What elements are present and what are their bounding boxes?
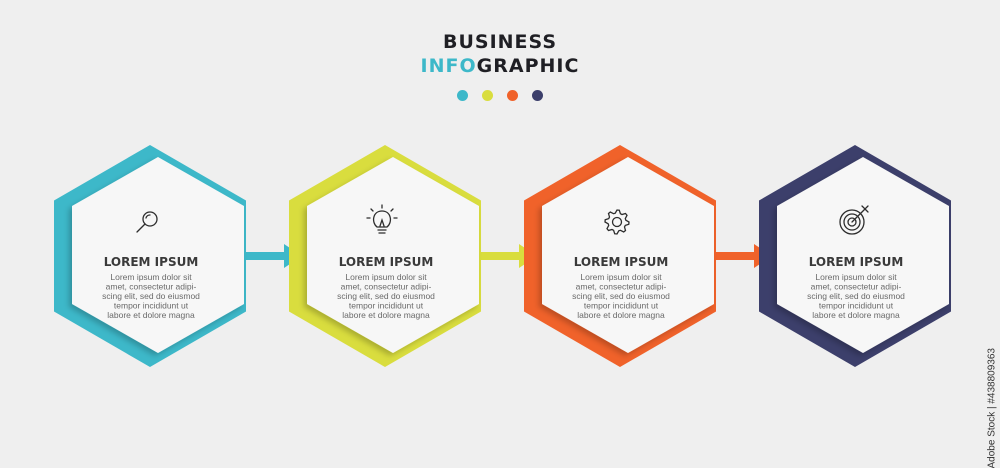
gear-icon	[604, 209, 630, 235]
arrow-shaft	[705, 252, 756, 260]
step-body-line: Lorem ipsum dolor sit	[580, 272, 662, 282]
color-dots	[0, 90, 1000, 101]
step-body-line: tempor incididunt ut	[584, 301, 659, 311]
step-body-line: Lorem ipsum dolor sit	[815, 272, 897, 282]
step-title: LOREM IPSUM	[574, 255, 669, 269]
hexagon-inner	[307, 157, 479, 353]
step-body-line: amet, consectetur adipi-	[576, 282, 667, 292]
title-infographic: INFOGRAPHIC	[0, 54, 1000, 78]
dot-yellow	[482, 90, 493, 101]
step-body-line: labore et dolore magna	[577, 310, 665, 320]
step-body-line: Lorem ipsum dolor sit	[345, 272, 427, 282]
step-body-line: labore et dolore magna	[342, 310, 430, 320]
watermark: Adobe Stock | #438809363	[986, 348, 997, 468]
magnifier-icon	[136, 211, 158, 233]
step-body-line: amet, consectetur adipi-	[811, 282, 902, 292]
hexagon-inner	[777, 157, 949, 353]
step-title: LOREM IPSUM	[809, 255, 904, 269]
title-business: BUSINESS	[442, 31, 558, 53]
dot-orange	[507, 90, 518, 101]
step-body-line: scing elit, sed do eiusmod	[807, 291, 905, 301]
step-body-line: Lorem ipsum dolor sit	[110, 272, 192, 282]
step-body-line: labore et dolore magna	[107, 310, 195, 320]
target-icon	[839, 205, 869, 235]
dot-navy	[532, 90, 543, 101]
arrow-shaft	[470, 252, 521, 260]
hexagon-inner	[542, 157, 714, 353]
step-title: LOREM IPSUM	[104, 255, 199, 269]
step-body-line: tempor incididunt ut	[819, 301, 894, 311]
hexagon-inner	[72, 157, 244, 353]
dot-teal	[457, 90, 468, 101]
step-body-line: amet, consectetur adipi-	[341, 282, 432, 292]
title-block: BUSINESS INFOGRAPHIC	[0, 30, 1000, 78]
step-body-line: scing elit, sed do eiusmod	[572, 291, 670, 301]
lightbulb-icon	[366, 204, 398, 234]
step-body-line: tempor incididunt ut	[114, 301, 189, 311]
step-body-line: scing elit, sed do eiusmod	[337, 291, 435, 301]
step-title: LOREM IPSUM	[339, 255, 434, 269]
step-body-line: amet, consectetur adipi-	[106, 282, 197, 292]
step-body-line: labore et dolore magna	[812, 310, 900, 320]
step-body-line: tempor incididunt ut	[349, 301, 424, 311]
arrow-shaft	[235, 252, 286, 260]
title-rest: GRAPHIC	[476, 55, 580, 77]
title-accent: INFO	[420, 55, 477, 77]
step-body-line: scing elit, sed do eiusmod	[102, 291, 200, 301]
